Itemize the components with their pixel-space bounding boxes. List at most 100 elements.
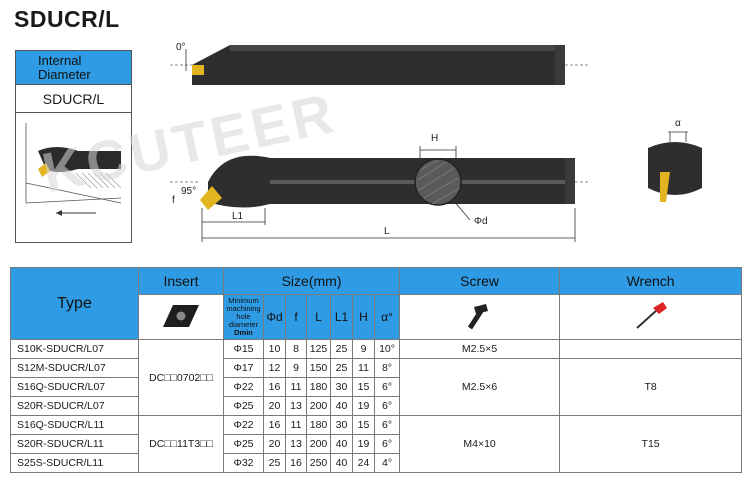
cell-insert-group: DC□□0702□□: [138, 339, 224, 416]
boring-illustration: [20, 117, 127, 235]
dim-alpha-label: α: [675, 118, 681, 129]
cell-alpha: 10°: [373, 339, 401, 359]
table-row: S12M-SDUCR/L07 Φ17 12 9 150 25 11 8° M2.…: [10, 358, 743, 416]
cell-wrench-empty: [559, 339, 743, 359]
cell-L1: 40: [330, 396, 353, 416]
cell-screw: M2.5×6: [399, 358, 561, 416]
cell-phid: 10: [263, 339, 286, 359]
cell-L1: 25: [330, 339, 353, 359]
cell-insert-group: DC□□11T3□□: [138, 415, 224, 473]
header-phid: Φd: [263, 294, 286, 340]
cell-dmin: Φ22: [223, 415, 264, 435]
cell-dmin: Φ25: [223, 434, 264, 454]
cell-screw: M2.5×5: [399, 339, 561, 359]
cell-phid: 16: [263, 415, 286, 435]
cell-dmin: Φ15: [223, 339, 264, 359]
tool-main-view: [170, 146, 590, 242]
header-f: f: [285, 294, 307, 340]
header-screw: Screw: [399, 267, 561, 295]
cell-phid: 16: [263, 377, 286, 397]
usage-diagram: [15, 113, 132, 243]
category-label: Internal Diameter: [15, 50, 132, 85]
cell-alpha: 8°: [373, 358, 401, 378]
cell-H: 19: [352, 434, 375, 454]
cell-H: 11: [352, 358, 375, 378]
cell-alpha: 6°: [373, 434, 401, 454]
insert-image-cell: [138, 294, 224, 340]
cell-H: 24: [352, 453, 375, 473]
cell-alpha: 6°: [373, 396, 401, 416]
wrench-image-cell: [559, 294, 743, 340]
cell-dmin: Φ17: [223, 358, 264, 378]
cell-L1: 30: [330, 415, 353, 435]
cell-dmin: Φ22: [223, 377, 264, 397]
cell-phid: 12: [263, 358, 286, 378]
header-size: Size(mm): [222, 267, 401, 295]
cell-L: 125: [306, 339, 331, 359]
dim-H-label: H: [431, 133, 439, 144]
screw-image-cell: [399, 294, 561, 340]
spec-table: Type Insert Size(mm) Screw Wrench Minimu…: [10, 267, 743, 473]
cell-type: S16Q-SDUCR/L07: [10, 377, 139, 397]
cell-L1: 30: [330, 377, 353, 397]
cell-type: S20R-SDUCR/L11: [10, 434, 139, 454]
cell-L1: 40: [330, 434, 353, 454]
header-wrench: Wrench: [559, 267, 743, 295]
cell-alpha: 6°: [373, 415, 401, 435]
header-L: L: [306, 294, 331, 340]
cell-L1: 25: [330, 358, 353, 378]
dim-phid-label: Φd: [474, 216, 488, 227]
header-type: Type: [10, 267, 139, 340]
dim-f-label: f: [172, 195, 175, 206]
screw-icon: [467, 303, 488, 329]
cell-f: 9: [285, 358, 307, 378]
cell-type: S16Q-SDUCR/L11: [10, 415, 139, 435]
table-row: S10K-SDUCR/L07 DC□□0702□□ Φ15 10 8 125 2…: [10, 339, 743, 416]
dim-95-label: 95°: [181, 186, 197, 197]
cell-type: S20R-SDUCR/L07: [10, 396, 139, 416]
cell-f: 11: [285, 377, 307, 397]
table-row: S20R-SDUCR/L11 Φ25 20 13 200 40 19 6°: [10, 434, 742, 454]
cell-f: 11: [285, 415, 307, 435]
cell-phid: 20: [263, 434, 286, 454]
header-L1: L1: [330, 294, 353, 340]
table-row: S16Q-SDUCR/L11 DC□□11T3□□ Φ22 16 11 180 …: [10, 415, 743, 473]
table-row: S16Q-SDUCR/L07 Φ22 16 11 180 30 15 6°: [10, 377, 742, 397]
cell-L: 150: [306, 358, 331, 378]
cell-dmin: Φ32: [223, 453, 264, 473]
angle-top-label: 0°: [176, 42, 186, 53]
dim-L-label: L: [384, 226, 390, 237]
cell-wrench: T15: [559, 415, 743, 473]
wrench-icon: [635, 301, 667, 329]
model-label: SDUCR/L: [15, 85, 132, 113]
cell-type: S10K-SDUCR/L07: [10, 339, 139, 359]
cell-L: 180: [306, 377, 331, 397]
cell-f: 16: [285, 453, 307, 473]
cell-f: 13: [285, 396, 307, 416]
cell-screw: M4×10: [399, 415, 561, 473]
cell-H: 15: [352, 415, 375, 435]
header-insert: Insert: [138, 267, 224, 295]
cell-L1: 40: [330, 453, 353, 473]
cell-L: 200: [306, 434, 331, 454]
cell-H: 19: [352, 396, 375, 416]
cell-L: 250: [306, 453, 331, 473]
cell-phid: 25: [263, 453, 286, 473]
cell-f: 13: [285, 434, 307, 454]
header-alpha: α°: [373, 294, 401, 340]
cell-wrench: T8: [559, 358, 743, 416]
cell-phid: 20: [263, 396, 286, 416]
cell-f: 8: [285, 339, 307, 359]
cell-type: S25S-SDUCR/L11: [10, 453, 139, 473]
insert-icon: [163, 304, 199, 327]
page-title: SDUCR/L: [14, 6, 120, 32]
cell-L: 200: [306, 396, 331, 416]
header-H: H: [352, 294, 375, 340]
table-row: S25S-SDUCR/L11 Φ32 25 16 250 40 24 4°: [10, 453, 742, 473]
cell-H: 9: [352, 339, 375, 359]
table-row: S20R-SDUCR/L07 Φ25 20 13 200 40 19 6°: [10, 396, 742, 416]
cell-alpha: 6°: [373, 377, 401, 397]
dim-L1-label: L1: [232, 211, 244, 222]
cell-H: 15: [352, 377, 375, 397]
